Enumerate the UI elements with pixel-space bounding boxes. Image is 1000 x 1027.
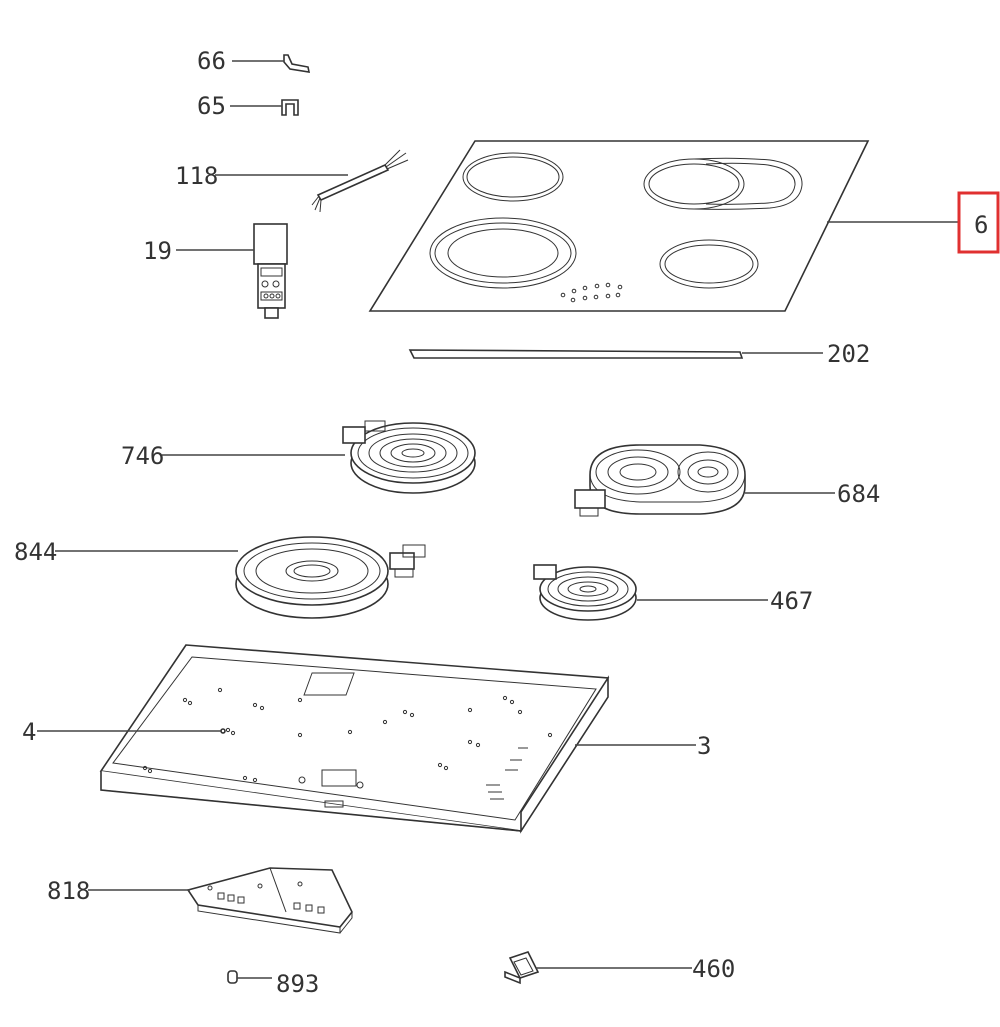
label-467[interactable]: 467 [770,587,813,615]
part-6-glass-top[interactable] [368,140,870,312]
label-3[interactable]: 3 [697,732,711,760]
label-19[interactable]: 19 [143,237,172,265]
part-3-bottom-housing[interactable] [99,644,610,834]
label-844[interactable]: 844 [14,538,57,566]
label-818[interactable]: 818 [47,877,90,905]
part-684-dual-heater[interactable] [574,444,746,517]
label-118[interactable]: 118 [175,162,218,190]
part-202-seal-strip[interactable] [408,349,744,359]
part-65-bracket[interactable] [281,99,299,116]
part-460-mounting-bracket[interactable] [504,951,540,985]
label-684[interactable]: 684 [837,480,880,508]
label-65[interactable]: 65 [197,92,226,120]
part-66-clip[interactable] [283,54,311,73]
label-4[interactable]: 4 [22,718,36,746]
label-66[interactable]: 66 [197,47,226,75]
part-893-foot[interactable] [227,970,238,984]
part-844-large-heater[interactable] [235,536,426,619]
part-746-radiant-heater[interactable] [342,420,476,494]
part-118-cable[interactable] [311,149,409,213]
part-818-control-board[interactable] [186,867,353,934]
part-19-terminal-block[interactable] [253,223,288,319]
label-6[interactable]: 6 [974,211,988,239]
label-202[interactable]: 202 [827,340,870,368]
part-467-small-heater[interactable] [533,564,637,621]
label-746[interactable]: 746 [121,442,164,470]
highlight-box-6 [957,191,1000,254]
label-460[interactable]: 460 [692,955,735,983]
label-893[interactable]: 893 [276,970,319,998]
